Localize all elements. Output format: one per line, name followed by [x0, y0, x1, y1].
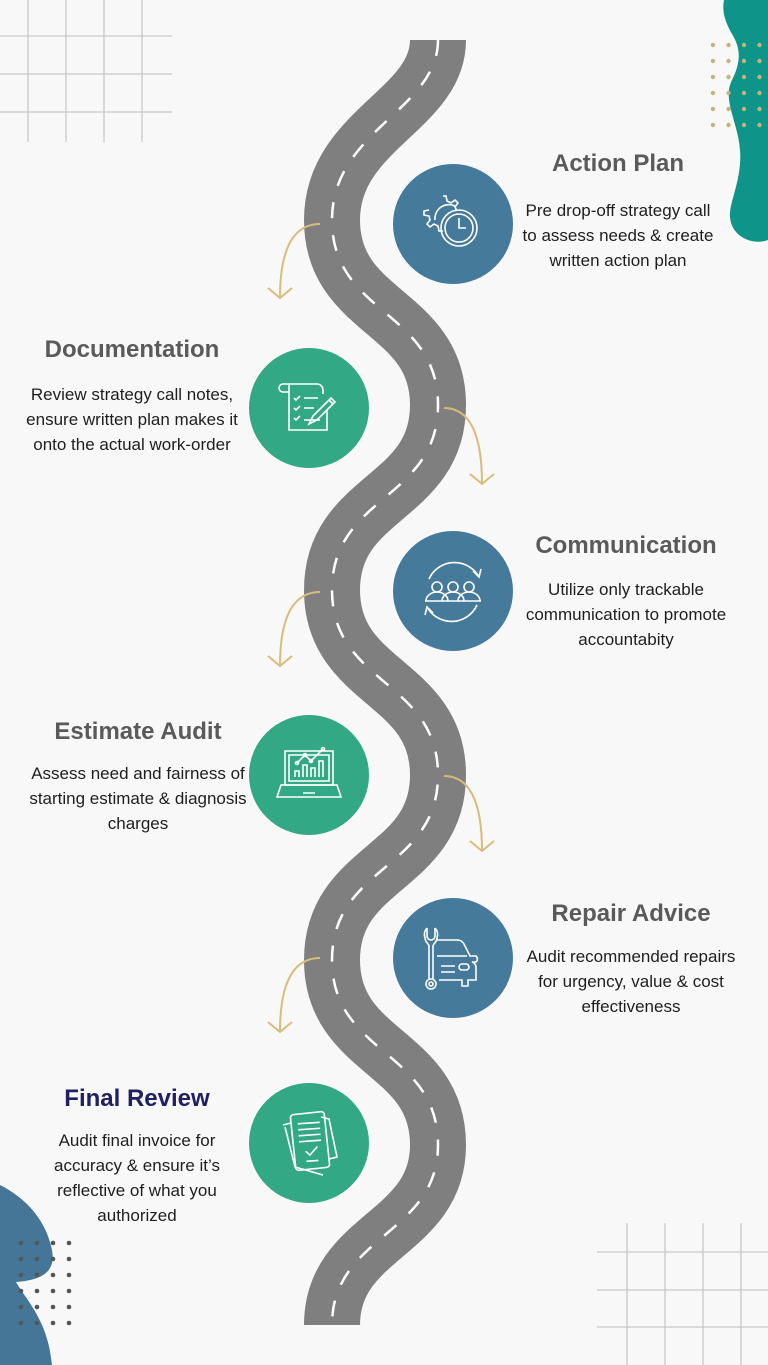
gold-dot: [741, 58, 747, 64]
gold-dot: [710, 90, 716, 96]
gray-dot: [66, 1288, 72, 1294]
gray-dot: [66, 1240, 72, 1246]
gray-dot: [18, 1256, 24, 1262]
gold-dot: [726, 74, 731, 80]
step-4-icon-circle: [249, 715, 369, 835]
gray-dot: [50, 1320, 56, 1326]
gold-dot: [710, 122, 716, 128]
gear-clock-icon: [423, 195, 478, 247]
step-6-icon-circle: [249, 1083, 369, 1203]
step-5-title: Repair Advice: [551, 900, 711, 927]
gold-dot: [757, 122, 762, 128]
gray-dot: [34, 1320, 40, 1326]
gold-dot: [710, 74, 716, 80]
gray-dot: [34, 1256, 40, 1262]
step-4-title: Estimate Audit: [54, 718, 222, 745]
gray-dot: [66, 1320, 72, 1326]
car-wrench-icon: [423, 927, 479, 990]
step-4-description: Assess need and fairness of starting est…: [29, 764, 247, 833]
step-2-icon-circle: [249, 348, 369, 468]
gold-dot: [726, 58, 731, 64]
grid-bottom-right: [597, 1223, 768, 1365]
gold-dot: [757, 42, 762, 48]
gold-dot: [726, 106, 731, 112]
gold-dot: [710, 106, 716, 112]
gold-dot: [726, 122, 731, 128]
step-1-description: Pre drop-off strategy call to assess nee…: [522, 201, 714, 270]
step-5-icon-circle: [393, 898, 513, 1018]
gray-dot: [34, 1288, 40, 1294]
gray-dot: [66, 1256, 72, 1262]
laptop-chart-icon: [275, 746, 343, 798]
direction-arrows: [267, 223, 495, 1034]
gold-dot: [741, 74, 747, 80]
gold-dot: [757, 74, 762, 80]
curved-arrow-5: [267, 957, 321, 1034]
gray-dot: [34, 1304, 40, 1310]
gray-dots: [18, 1240, 72, 1326]
step-2-description: Review strategy call notes, ensure writt…: [26, 385, 238, 454]
step-2-title: Documentation: [44, 336, 220, 363]
gold-dot: [710, 58, 716, 64]
team-cycle-icon: [424, 561, 482, 623]
gold-dot: [757, 90, 762, 96]
step-1-icon-circle: [393, 164, 513, 284]
teal-blob: [723, 0, 768, 242]
gold-dot: [726, 90, 731, 96]
curved-arrow-3: [267, 591, 321, 668]
gray-dot: [66, 1272, 72, 1278]
curved-arrow-2: [443, 407, 495, 486]
gray-dot: [34, 1240, 40, 1246]
gray-dot: [18, 1272, 24, 1278]
gold-dot: [741, 90, 747, 96]
invoice-check-icon: [282, 1110, 338, 1176]
gray-dot: [18, 1240, 24, 1246]
step-5-description: Audit recommended repairs for urgency, v…: [526, 947, 736, 1016]
gold-dot: [726, 42, 731, 48]
step-6-title: Final Review: [64, 1085, 210, 1112]
step-3-title: Communication: [535, 532, 717, 559]
step-3-icon-circle: [393, 531, 513, 651]
road-lane-markings: [330, 39, 440, 1326]
gold-dot: [710, 42, 716, 48]
curved-arrow-1: [267, 223, 321, 300]
step-1-title: Action Plan: [551, 150, 684, 177]
gold-dot: [741, 122, 747, 128]
gold-dot: [757, 106, 762, 112]
gray-dot: [50, 1256, 56, 1262]
checklist-pencil-icon: [278, 383, 337, 431]
gray-dot: [50, 1240, 56, 1246]
step-3-description: Utilize only trackable communication to …: [525, 580, 727, 649]
gray-dot: [50, 1272, 56, 1278]
gray-dot: [18, 1304, 24, 1310]
gold-dot: [741, 106, 747, 112]
curved-arrow-4: [443, 775, 495, 853]
blue-blob: [0, 1185, 53, 1365]
gold-dot: [757, 58, 762, 64]
gray-dot: [66, 1304, 72, 1310]
gray-dot: [18, 1288, 24, 1294]
gold-dot: [741, 42, 747, 48]
gold-dots: [710, 42, 762, 128]
gray-dot: [34, 1272, 40, 1278]
gray-dot: [50, 1288, 56, 1294]
gray-dot: [50, 1304, 56, 1310]
grid-top-left: [0, 0, 172, 142]
step-6-description: Audit final invoice for accuracy & ensur…: [54, 1131, 220, 1225]
gray-dot: [18, 1320, 24, 1326]
